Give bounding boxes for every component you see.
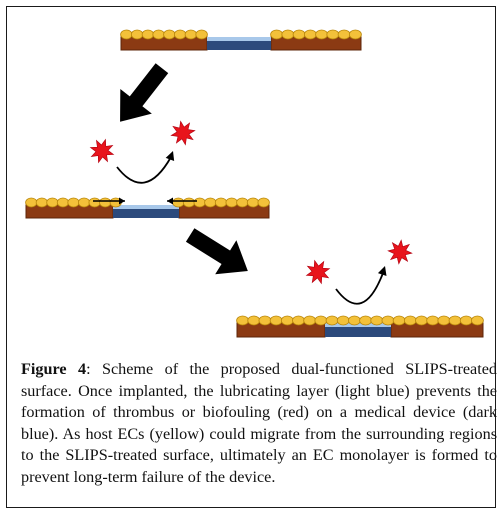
endothelial-cell: [348, 315, 361, 326]
endothelial-cell: [163, 29, 176, 40]
endothelial-cell: [437, 315, 451, 326]
curved-arrow-icon: [116, 151, 175, 184]
endothelial-cell: [258, 315, 272, 326]
endothelial-cell: [56, 197, 70, 208]
big-arrow-down-right: [185, 228, 248, 275]
big-arrow-shape: [120, 63, 169, 122]
thrombus-icon: [387, 239, 413, 265]
endothelial-cell: [120, 29, 133, 40]
migration-arrow-head: [119, 197, 125, 205]
surface-initial: [120, 29, 362, 51]
figure-frame: Figure 4: Scheme of the proposed dual-fu…: [6, 6, 497, 508]
endothelial-cell: [448, 315, 462, 326]
endothelial-cell: [152, 29, 165, 40]
medical-device: [325, 327, 391, 337]
endothelial-cell: [314, 315, 328, 326]
medical-device: [207, 41, 271, 50]
figure-label: Figure 4: [21, 360, 87, 378]
endothelial-cell: [257, 197, 270, 208]
endothelial-cell: [99, 197, 112, 208]
migration-arrow-right: [93, 197, 125, 205]
endothelial-cell: [280, 315, 294, 326]
curved-arrow-head: [377, 266, 387, 276]
endothelial-cell: [193, 197, 206, 208]
endothelial-cell: [269, 315, 283, 326]
migration-arrow-left: [167, 197, 197, 205]
endothelial-cell: [184, 29, 198, 40]
endothelial-cell: [46, 197, 59, 208]
endothelial-cell: [337, 29, 351, 40]
endothelial-cell: [141, 29, 155, 40]
surface-migrating: [25, 197, 270, 219]
tissue-block: [120, 36, 208, 51]
endothelial-cell: [67, 197, 80, 208]
endothelial-cell: [292, 29, 306, 40]
lubricating-layer: [207, 37, 271, 41]
endothelial-cell: [381, 315, 395, 326]
endothelial-cell: [292, 315, 305, 326]
endothelial-cell: [236, 197, 249, 208]
endothelial-cell: [359, 315, 372, 326]
endothelial-cell: [303, 315, 317, 326]
endothelial-cell: [426, 315, 440, 326]
scheme-diagram: [25, 29, 484, 338]
endothelial-cell: [281, 29, 295, 40]
endothelial-cell: [214, 197, 228, 208]
surface-monolayer: [236, 315, 484, 338]
endothelial-cell: [130, 29, 144, 40]
endothelial-cell: [77, 197, 91, 208]
endothelial-cell: [336, 315, 350, 326]
endothelial-cell: [246, 197, 260, 208]
endothelial-cell: [326, 29, 340, 40]
endothelial-cell: [182, 197, 196, 208]
endothelial-cell: [403, 315, 417, 326]
endothelial-cell: [35, 197, 48, 208]
curved-arrow-head: [165, 151, 175, 161]
endothelial-cell: [415, 315, 428, 326]
lubricating-layer: [113, 205, 179, 209]
figure-caption: Figure 4: Scheme of the proposed dual-fu…: [21, 359, 497, 488]
curved-arrow-path: [116, 156, 172, 184]
endothelial-cell: [204, 197, 217, 208]
tissue-block: [390, 322, 484, 338]
endothelial-cell: [303, 29, 317, 40]
endothelial-cell: [370, 315, 384, 326]
curved-arrow-path: [335, 272, 384, 305]
thrombus-icon: [89, 138, 115, 164]
tissue-block: [270, 36, 362, 51]
endothelial-cell: [88, 197, 101, 208]
tissue-block: [25, 204, 114, 219]
endothelial-cell: [325, 315, 339, 326]
endothelial-cell: [225, 197, 238, 208]
endothelial-cell: [315, 29, 329, 40]
endothelial-cell: [195, 29, 208, 40]
endothelial-cell: [173, 29, 187, 40]
endothelial-cell: [348, 29, 362, 40]
big-arrow-down-left: [120, 63, 169, 122]
medical-device: [113, 209, 179, 218]
endothelial-cell: [392, 315, 406, 326]
curved-arrow-icon: [335, 266, 387, 305]
thrombus-icon: [305, 259, 331, 285]
lubricating-layer: [325, 323, 391, 327]
big-arrow-shape: [185, 228, 248, 275]
endothelial-cell: [270, 29, 284, 40]
endothelial-cell: [247, 315, 261, 326]
caption-text: : Scheme of the proposed dual-functioned…: [21, 360, 497, 486]
migration-arrow-head: [167, 197, 173, 205]
thrombus-icon: [170, 120, 196, 146]
endothelial-cell: [25, 197, 38, 208]
endothelial-cell: [172, 197, 185, 208]
endothelial-cell: [471, 315, 484, 326]
endothelial-cell: [236, 315, 249, 326]
endothelial-cell: [459, 315, 473, 326]
